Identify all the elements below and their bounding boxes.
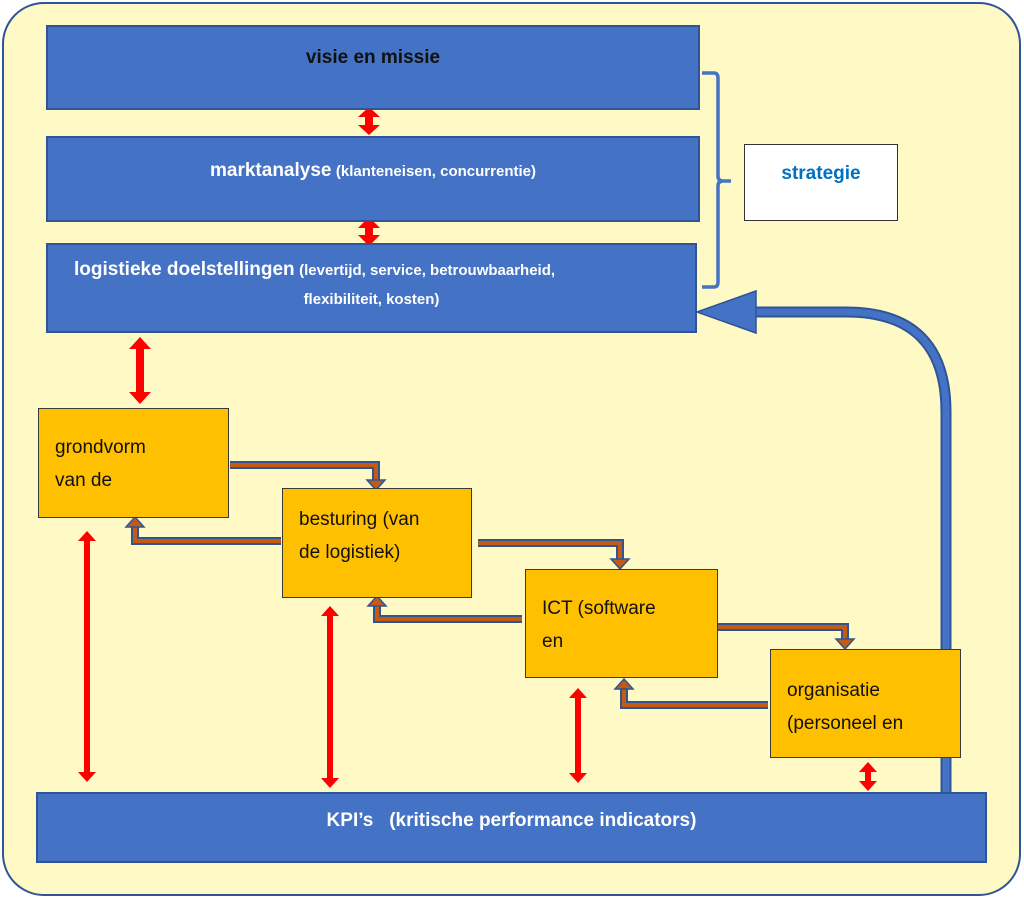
- red-arrow-ict-kpi: [569, 688, 587, 783]
- marktanalyse-title: marktanalyse: [210, 160, 332, 181]
- box-logistieke-doelstellingen: logistieke doelstellingen (levertijd, se…: [46, 243, 697, 333]
- kpi-label: KPI’s (kritische performance indicators): [326, 810, 697, 831]
- ict-line2: en: [542, 631, 564, 652]
- visie-title: visie en missie: [305, 47, 441, 68]
- marktanalyse-detail: (klanteneisen, concurrentie): [335, 163, 536, 180]
- flow-arrow-ict-besturing: [366, 594, 522, 623]
- strategie-label: strategie: [781, 163, 861, 184]
- flow-arrow-ict-organisatie: [706, 623, 856, 651]
- box-visie-en-missie: visie en missie: [46, 25, 700, 110]
- flow-arrow-besturing-ict: [478, 539, 631, 571]
- organisatie-line2: (personeel en: [787, 713, 904, 734]
- flow-arrow-organisatie-ict: [613, 677, 768, 709]
- box-grondvorm: grondvorm van de: [38, 408, 229, 518]
- grondvorm-line2: van de: [55, 470, 113, 491]
- box-kpi: KPI’s (kritische performance indicators): [36, 792, 987, 863]
- strategie-label-box: strategie: [744, 144, 898, 221]
- box-organisatie: organisatie (personeel en: [770, 649, 961, 758]
- box-ict: ICT (software en: [525, 569, 718, 678]
- besturing-line1: besturing (van: [299, 509, 420, 530]
- kpi-feedback-arrowhead: [694, 289, 757, 335]
- besturing-line2: de logistiek): [299, 542, 401, 563]
- doelstellingen-detail-line2: flexibiliteit, kosten): [303, 291, 440, 308]
- red-arrow-grondvorm-kpi: [78, 531, 96, 782]
- doelstellingen-detail: (levertijd, service, betrouwbaarheid,: [299, 262, 556, 279]
- red-arrow-besturing-kpi: [321, 606, 339, 788]
- red-arrow-visie-markt: [358, 107, 380, 135]
- organisatie-line1: organisatie: [787, 680, 880, 701]
- marktanalyse-text: marktanalyse (klanteneisen, concurrentie…: [48, 160, 698, 182]
- ict-line1: ICT (software: [542, 598, 656, 619]
- flow-arrow-grondvorm-besturing: [230, 461, 387, 492]
- red-arrow-organisatie-kpi: [859, 762, 877, 791]
- box-besturing: besturing (van de logistiek): [282, 488, 472, 598]
- doelstellingen-text: logistieke doelstellingen (levertijd, se…: [48, 259, 695, 281]
- grondvorm-line1: grondvorm: [55, 437, 146, 458]
- strategy-bracket: [702, 71, 731, 289]
- doelstellingen-title: logistieke doelstellingen: [74, 259, 295, 280]
- flow-arrow-besturing-grondvorm: [124, 515, 281, 545]
- red-arrow-markt-doel: [358, 217, 380, 246]
- red-arrow-doel-grondvorm: [129, 337, 151, 404]
- box-marktanalyse: marktanalyse (klanteneisen, concurrentie…: [46, 136, 700, 222]
